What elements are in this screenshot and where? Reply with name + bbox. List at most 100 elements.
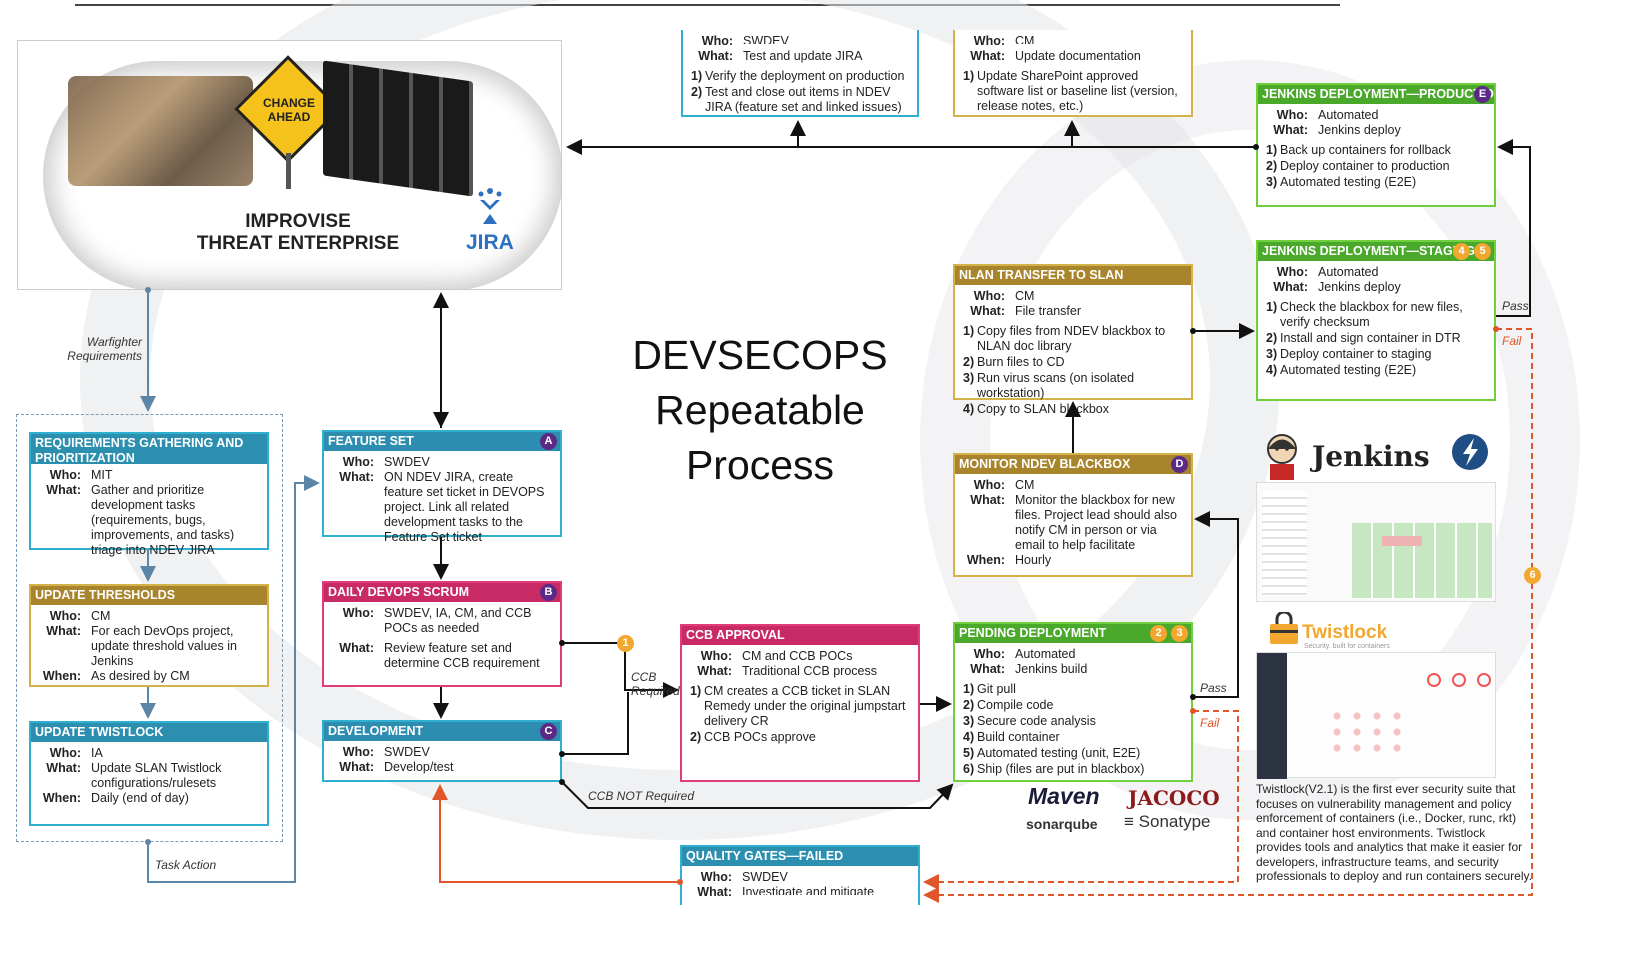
field-value: CM (1015, 34, 1035, 44)
badge-e: E (1474, 86, 1491, 103)
field-label: Who: (701, 34, 733, 48)
step-number: 1) (963, 682, 975, 696)
field-value: Daily (end of day) (91, 791, 189, 805)
diagram-title: DEVSECOPS Repeatable Process (632, 332, 888, 488)
sonatype-logo: ≡ Sonatype (1124, 812, 1211, 831)
box-header: REQUIREMENTS GATHERING AND PRIORITIZATIO… (31, 434, 267, 464)
box-header: UPDATE TWISTLOCK (31, 723, 267, 742)
update-twistlock-box: UPDATE TWISTLOCK Who:IA What:Update SLAN… (29, 721, 269, 826)
badge-d: D (1171, 456, 1188, 473)
field-value: Automated (1318, 108, 1379, 122)
field-value: Investigate and mitigate (742, 885, 875, 895)
field-label: Who: (700, 649, 732, 663)
field-value: Gather and prioritize development tasks … (91, 483, 235, 557)
step-number: 2) (690, 730, 702, 744)
task-action-label: Task Action (155, 858, 217, 872)
jenkins-staging-box: JENKINS DEPLOYMENT—STAGING 4 5 Who:Autom… (1256, 240, 1496, 401)
field-value: Traditional CCB process (742, 664, 878, 678)
field-value: Review feature set and determine CCB req… (384, 641, 540, 670)
field-value: Test and close out items in NDEV JIRA (f… (705, 85, 902, 114)
marker-1: 1 (617, 635, 634, 652)
step-number: 1) (691, 69, 703, 83)
field-value: Ship (files are put in blackbox) (977, 762, 1145, 776)
step-number: 4) (1266, 363, 1278, 377)
step-number: 1) (690, 684, 702, 698)
field-value: Automated testing (E2E) (1280, 175, 1417, 189)
ccb-required-label: CCB Required (631, 670, 680, 698)
step-number: 1) (1266, 300, 1278, 314)
field-value: Build container (977, 730, 1060, 744)
field-value: CM (1015, 289, 1035, 303)
pending-deployment-box: PENDING DEPLOYMENT 2 3 Who:Automated Wha… (953, 622, 1193, 782)
field-value: Update documentation (1015, 49, 1141, 63)
field-label: What: (339, 760, 374, 774)
step-number: 6) (963, 762, 975, 776)
field-label: What: (970, 304, 1005, 318)
field-value: Automated (1015, 647, 1076, 661)
field-value: Burn files to CD (977, 355, 1065, 369)
field-value: Compile code (977, 698, 1054, 712)
field-value: IA (91, 746, 103, 760)
field-value: For each DevOps project, update threshol… (91, 624, 237, 668)
step-number: 1) (963, 69, 975, 83)
lightning-icon (1448, 432, 1492, 472)
hero-line1: IMPROVISE (245, 211, 351, 232)
field-label: Who: (1276, 108, 1308, 122)
jira-logo-icon (470, 186, 510, 226)
field-label: What: (46, 624, 81, 638)
field-label: What: (339, 641, 374, 655)
step-number: 1) (963, 324, 975, 338)
field-label: What: (697, 885, 732, 899)
jenkins-wordmark: Jenkins (1312, 440, 1430, 473)
field-value: File transfer (1015, 304, 1081, 318)
twistlock-dashboard-screenshot (1256, 652, 1496, 779)
field-value: Run virus scans (on isolated workstation… (977, 371, 1135, 400)
step-number: 2) (1266, 159, 1278, 173)
hero-line2: THREAT ENTERPRISE (196, 233, 400, 254)
step-number: 5) (963, 746, 975, 760)
field-value: Secure code analysis (977, 714, 1096, 728)
field-label: What: (339, 470, 374, 484)
field-value: Copy to SLAN blackbox (977, 402, 1110, 416)
field-value: Hourly (1015, 553, 1052, 567)
step-number: 3) (963, 371, 975, 385)
pending-pass-label: Pass (1200, 681, 1227, 695)
field-value: As desired by CM (91, 669, 190, 683)
pending-fail-label: Fail (1200, 716, 1220, 730)
field-value: Automated (1318, 265, 1379, 279)
field-label: Who: (700, 870, 732, 884)
field-label: What: (46, 761, 81, 775)
field-value: Install and sign container in DTR (1280, 331, 1461, 345)
field-value: Monitor the blackbox for new files. Proj… (1015, 493, 1177, 552)
twistlock-wordmark: Twistlock (1302, 622, 1388, 643)
sign-post (286, 153, 291, 189)
marker-6: 6 (1524, 567, 1541, 584)
field-label: What: (970, 49, 1005, 63)
field-value: SWDEV (384, 745, 430, 759)
field-value: SWDEV (384, 455, 430, 469)
badge-a: A (540, 433, 557, 450)
ccb-not-required-label: CCB NOT Required (588, 789, 695, 803)
server-racks (323, 60, 473, 197)
step-number: 2) (691, 85, 703, 99)
field-value: ON NDEV JIRA, create feature set ticket … (384, 470, 545, 544)
field-value: Verify the deployment on production (705, 69, 905, 83)
staging-fail-label: Fail (1502, 334, 1522, 348)
warfighter-label: Warfighter Requirements (67, 335, 142, 363)
badge-4: 4 (1453, 243, 1470, 260)
step-number: 2) (1266, 331, 1278, 345)
field-value: Deploy container to staging (1280, 347, 1432, 361)
field-label: What: (970, 662, 1005, 676)
soldiers-photo (68, 76, 253, 186)
field-label: Who: (973, 289, 1005, 303)
field-value: Check the blackbox for new files, verify… (1280, 300, 1463, 329)
step-number: 2) (963, 698, 975, 712)
step-number: 3) (963, 714, 975, 728)
field-label: Who: (973, 34, 1005, 48)
